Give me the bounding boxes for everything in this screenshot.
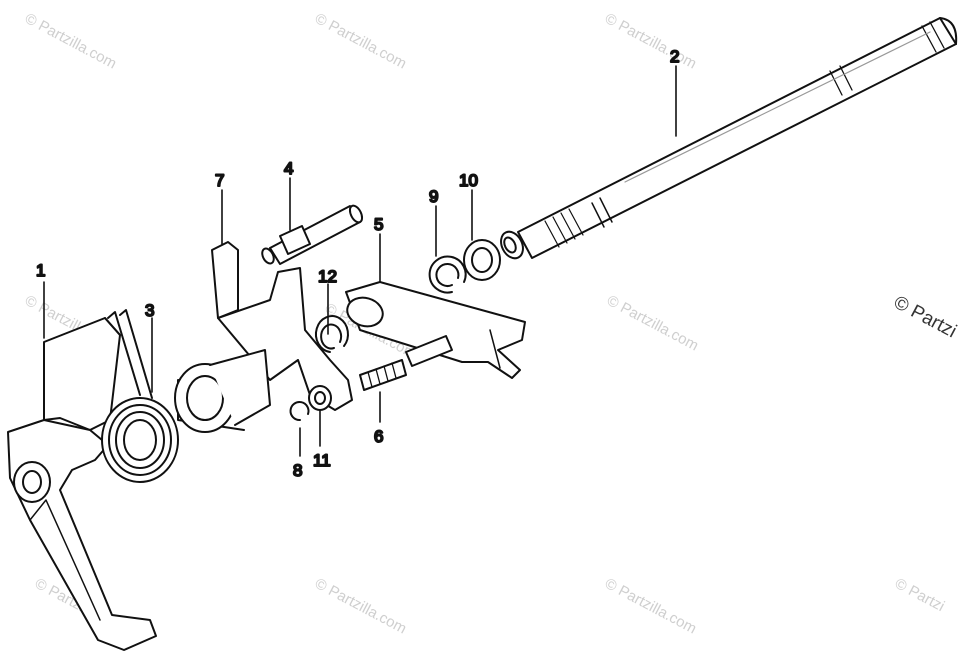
part-10-washer: [463, 239, 501, 281]
callout-6: 6: [374, 427, 383, 446]
callout-2: 2: [670, 47, 679, 66]
part-6-spring: [359, 335, 453, 391]
callout-7: 7: [215, 171, 224, 190]
leader-lines: [43, 65, 677, 457]
part-2-shift-spindle: [500, 17, 958, 260]
part-12-circlip: [315, 315, 349, 353]
part-11-washer: [308, 385, 332, 411]
part-8-circlip: [289, 401, 310, 422]
callout-5: 5: [374, 215, 383, 234]
part-5-shift-plate: [345, 281, 526, 379]
part-4-stud-bolt: [261, 204, 364, 265]
callout-12: 12: [318, 267, 337, 286]
callout-10: 10: [459, 171, 478, 190]
callout-8: 8: [293, 461, 302, 480]
callout-1: 1: [36, 261, 45, 280]
part-7-stopper-plate: [174, 241, 353, 433]
callout-4: 4: [284, 159, 293, 178]
callout-3: 3: [145, 301, 154, 320]
part-1-shift-arm: [7, 317, 157, 651]
callout-9: 9: [429, 187, 438, 206]
callout-11: 11: [313, 451, 331, 470]
part-9-circlip: [428, 255, 467, 294]
part-3-return-spring: [101, 309, 179, 483]
